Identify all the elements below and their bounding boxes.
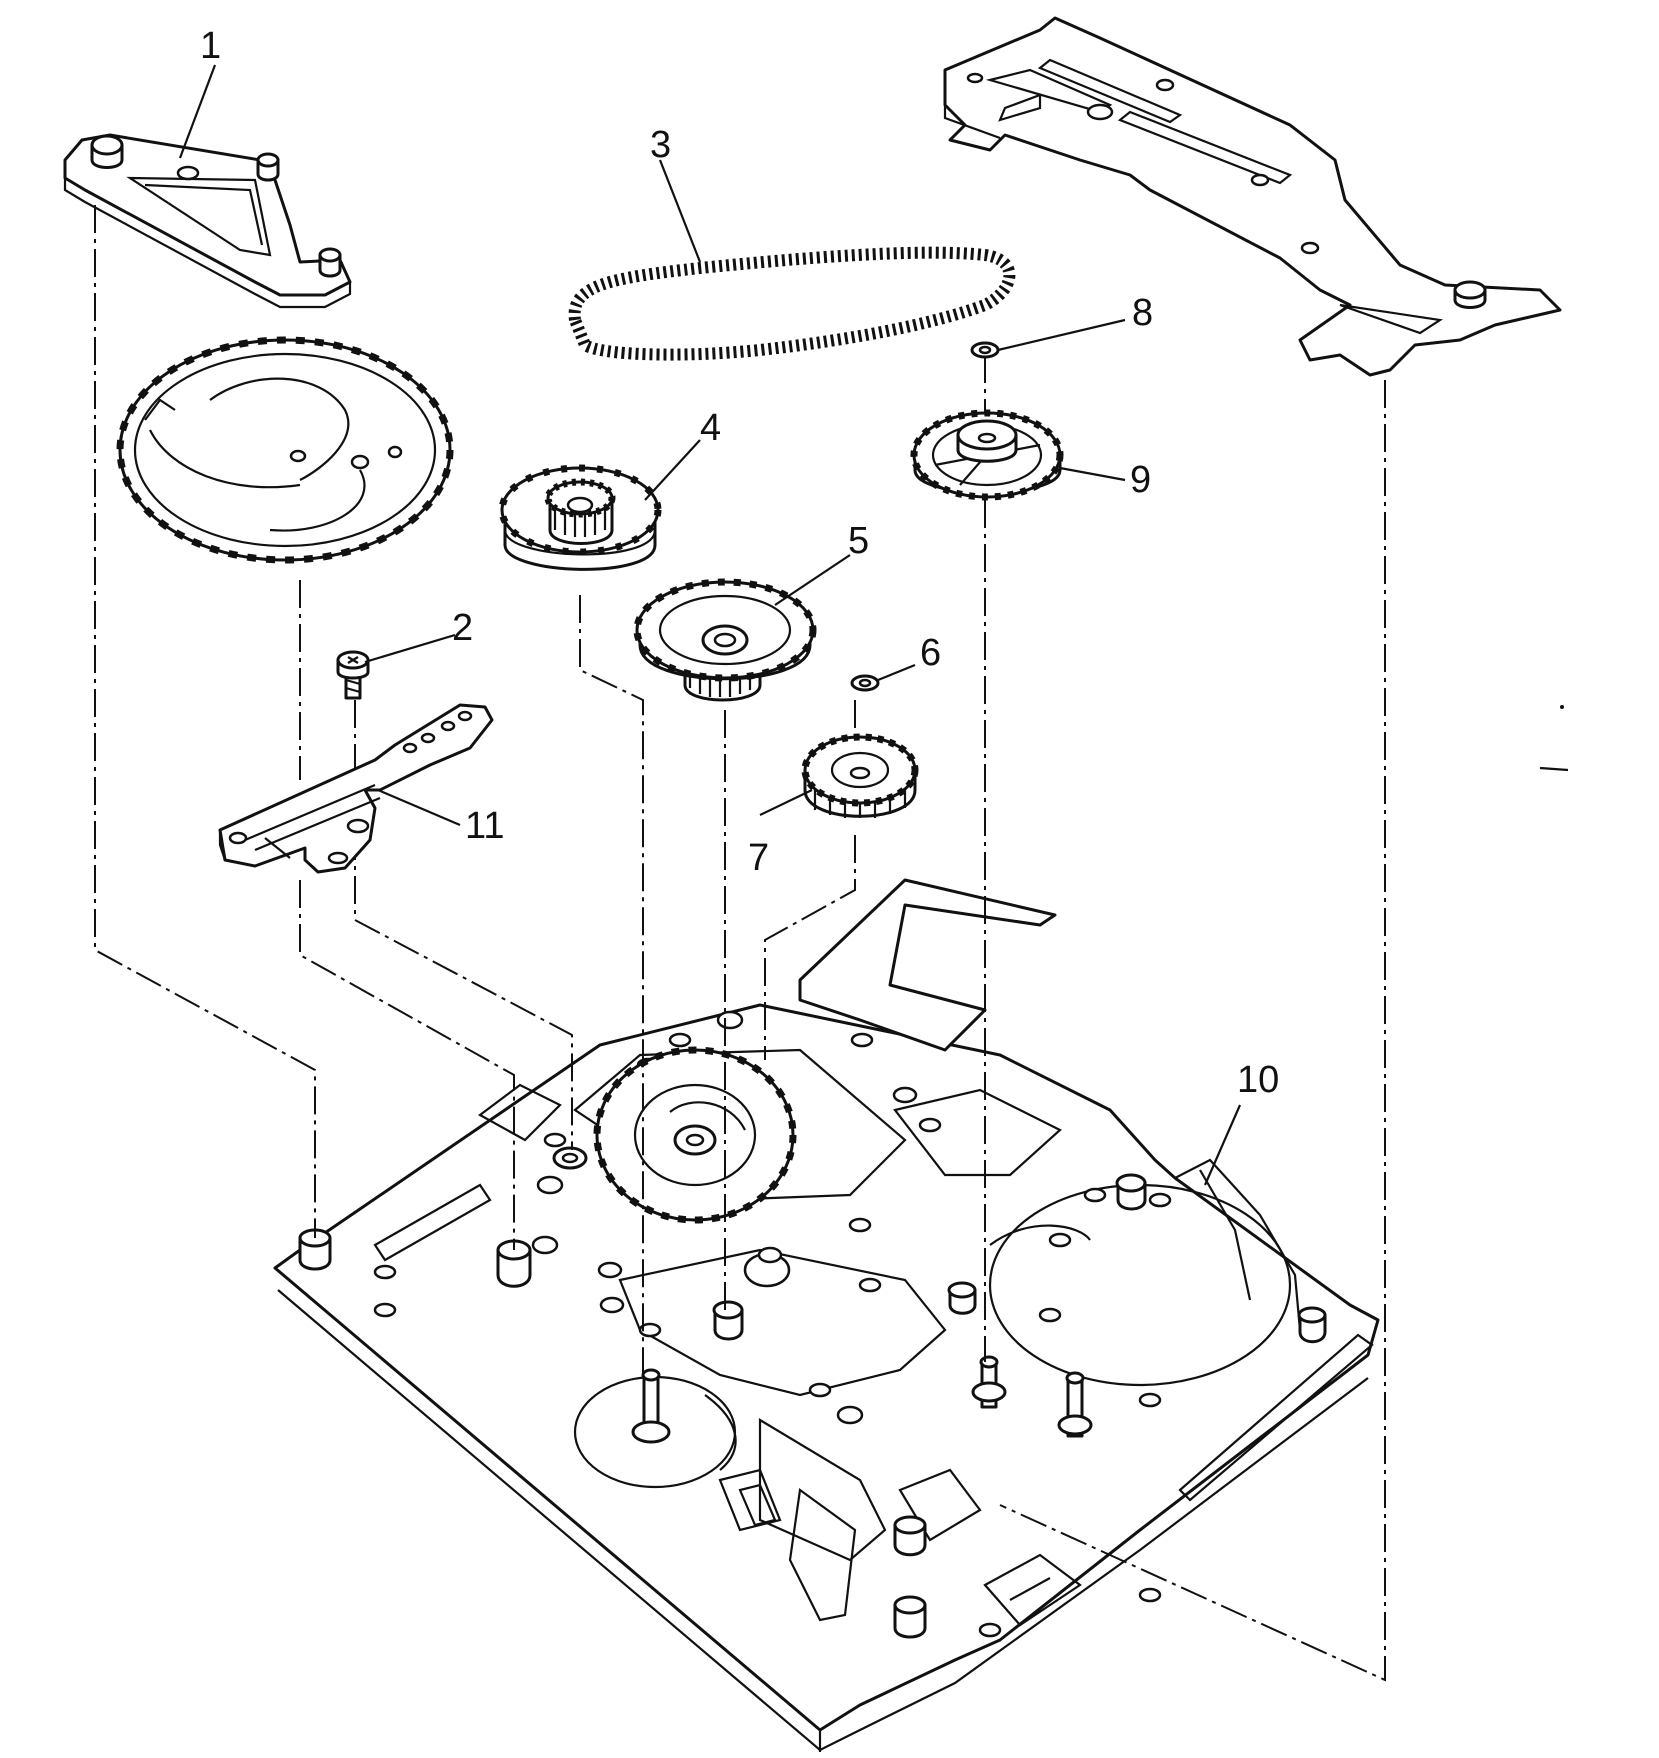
label-4: 4	[700, 407, 721, 449]
label-10: 10	[1237, 1059, 1279, 1101]
label-2: 2	[452, 607, 473, 649]
chassis-posts	[298, 1146, 1327, 1639]
chassis-base-plate	[273, 878, 1380, 1752]
top-slider-plate	[943, 16, 1562, 377]
leader-lines	[178, 64, 1242, 1186]
part-labels: 1 2 3 4 5 6 7 8 9 10 11	[200, 25, 1279, 1101]
label-9: 9	[1130, 459, 1151, 501]
part-8-washer	[970, 341, 1000, 359]
part-4-pulley-gear	[498, 464, 662, 571]
label-7: 7	[748, 837, 769, 879]
base-mounted-gear	[593, 1046, 797, 1224]
label-5: 5	[848, 520, 869, 562]
label-8: 8	[1132, 292, 1153, 334]
label-11: 11	[465, 805, 504, 847]
label-6: 6	[920, 632, 941, 674]
chassis-holes	[373, 1010, 1172, 1638]
part-9-gear	[910, 409, 1064, 501]
part-6-washer	[850, 674, 880, 692]
scan-marks	[1539, 705, 1569, 772]
large-cam-gear	[116, 336, 454, 564]
part-3-belt	[568, 246, 1016, 361]
part-1-lever-plate	[63, 133, 352, 309]
part-2-screw	[336, 650, 370, 700]
label-1: 1	[200, 25, 221, 67]
part-5-clutch-gear	[633, 578, 817, 702]
label-3: 3	[650, 124, 671, 166]
part-7-small-gear	[801, 733, 919, 818]
part-11-arm-lever	[218, 703, 494, 874]
